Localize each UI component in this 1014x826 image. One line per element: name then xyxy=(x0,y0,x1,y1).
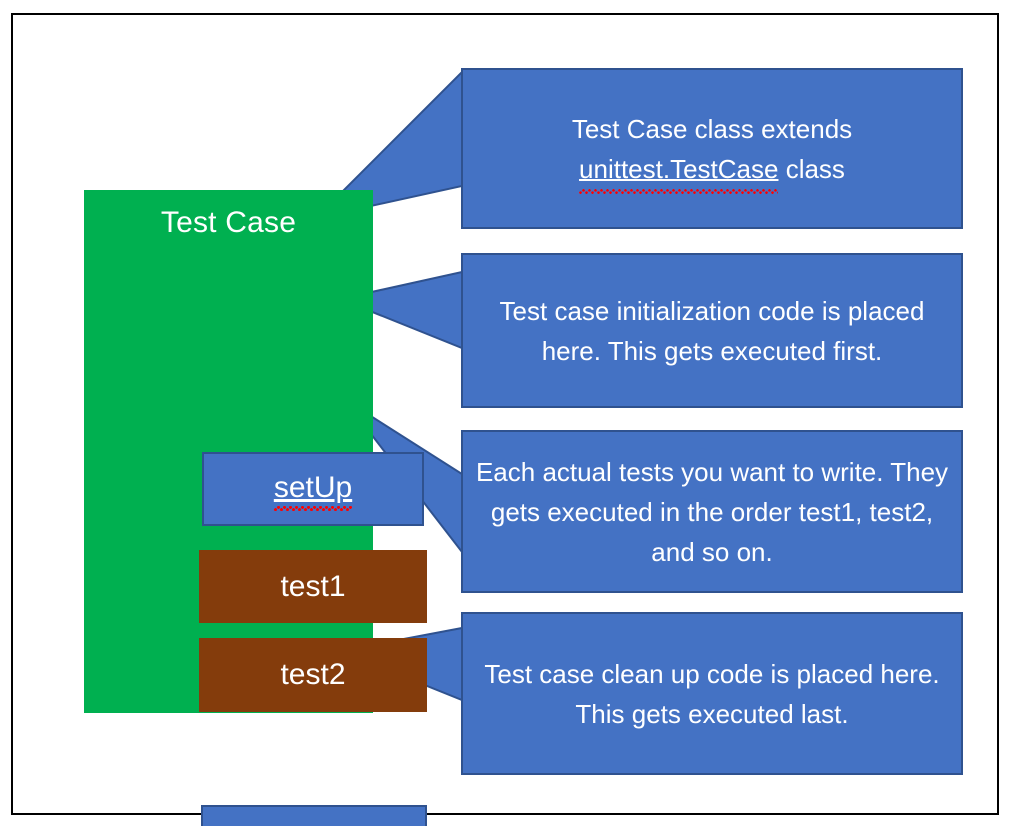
method-label-test1: test1 xyxy=(280,569,346,603)
method-box-test2[interactable]: test2 xyxy=(199,638,427,712)
test-case-title: Test Case xyxy=(160,206,297,239)
method-label-test2: test2 xyxy=(280,658,346,691)
callout-setup: Test case initialization code is placed … xyxy=(461,253,963,408)
callout-test-case-classname: unittest.TestCase xyxy=(579,149,779,194)
callout-setup-text: Test case initialization code is placed … xyxy=(499,295,925,366)
callout-tests-text: Each actual tests you want to write. The… xyxy=(475,456,949,567)
method-box-setup[interactable]: setUp xyxy=(202,452,424,526)
callout-teardown-text: Test case clean up code is placed here. … xyxy=(484,658,940,729)
callout-test-case: Test Case class extends unittest.TestCas… xyxy=(461,68,963,229)
callout-tests: Each actual tests you want to write. The… xyxy=(461,430,963,593)
callout-test-case-text: Test Case class extends unittest.TestCas… xyxy=(571,109,853,194)
callout-test-case-line1: Test Case class extends xyxy=(571,113,853,144)
method-box-test1[interactable]: test1 xyxy=(199,550,427,623)
method-box-teardown[interactable]: tearDown xyxy=(201,805,427,826)
method-label-setup: setUp xyxy=(273,471,353,511)
test-case-container: Test Case setUp test1 test2 ... tearDown xyxy=(84,190,427,826)
callout-test-case-line2-rest: class xyxy=(778,153,845,184)
ellipsis-more-tests: ... xyxy=(294,726,332,768)
callout-teardown: Test case clean up code is placed here. … xyxy=(461,612,963,775)
